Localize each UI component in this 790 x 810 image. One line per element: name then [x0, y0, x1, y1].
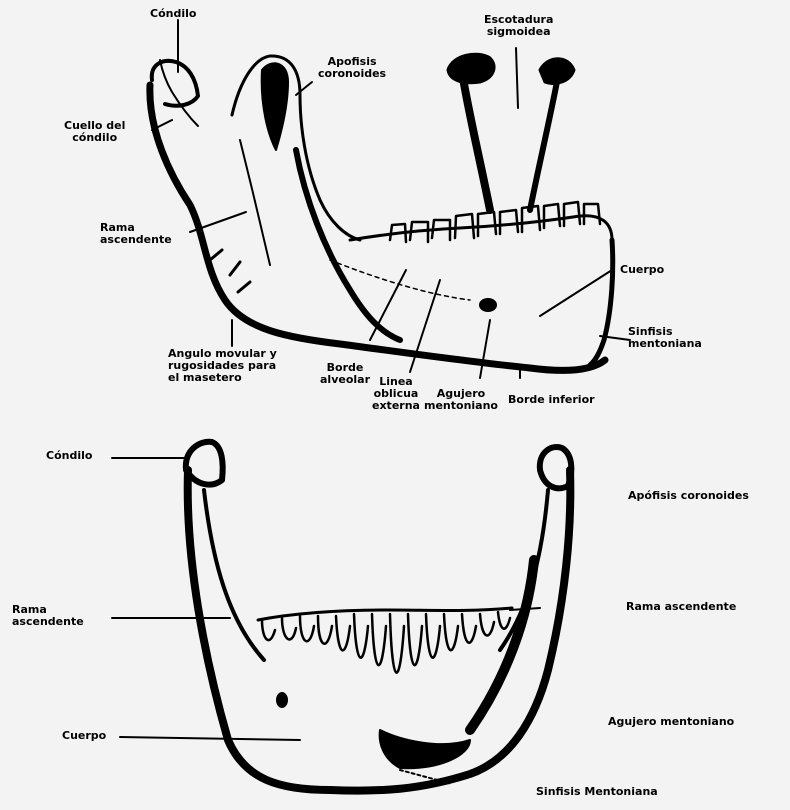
label-linea-oblicua-externa: Linea oblicua externa: [372, 376, 420, 412]
label-sinfisis-mentoniana-posterior: Sinfisis Mentoniana: [536, 786, 658, 798]
far-coronoid: [540, 59, 574, 84]
label-sinfisis-mentoniana-lateral: Sinfisis mentoniana: [628, 326, 702, 350]
label-rama-ascendente-posterior-right: Rama ascendente: [626, 601, 736, 613]
label-cuerpo-lateral: Cuerpo: [620, 264, 664, 276]
mental-foramen: [479, 298, 497, 312]
label-apofisis-coronoides-lateral: Apofisis coronoides: [318, 56, 386, 80]
label-borde-inferior: Borde inferior: [508, 394, 595, 406]
label-escotadura-sigmoidea: Escotadura sigmoidea: [484, 14, 553, 38]
label-rama-ascendente-posterior-left: Rama ascendente: [12, 604, 84, 628]
label-borde-alveolar: Borde alveolar: [320, 362, 370, 386]
label-cuello-del-condilo: Cuello del cóndilo: [64, 120, 125, 144]
far-condyle: [448, 54, 494, 82]
label-angulo-masetero: Angulo movular y rugosidades para el mas…: [168, 348, 277, 384]
label-condilo-posterior: Cóndilo: [46, 450, 92, 462]
label-agujero-mentoniano-posterior: Agujero mentoniano: [608, 716, 734, 728]
label-condilo-lateral: Cóndilo: [150, 8, 196, 20]
left-mental-foramen: [276, 692, 288, 708]
label-apofisis-coronoides-posterior: Apófisis coronoides: [628, 490, 749, 502]
label-rama-ascendente-lateral: Rama ascendente: [100, 222, 172, 246]
label-cuerpo-posterior: Cuerpo: [62, 730, 106, 742]
label-agujero-mentoniano-lateral: Agujero mentoniano: [424, 388, 498, 412]
